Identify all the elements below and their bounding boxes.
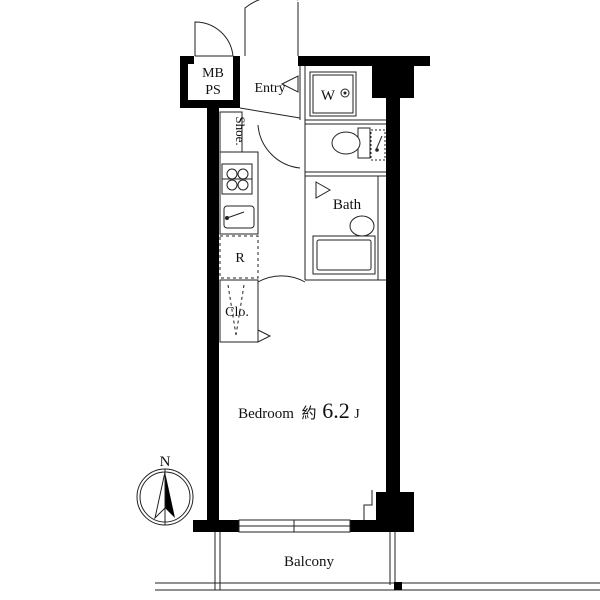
toilet [331, 127, 386, 161]
bedroom-label: Bedroom 約 6.2 J [238, 398, 360, 423]
entry-label: Entry [254, 81, 285, 96]
shoe-label: Shoe. [233, 116, 248, 145]
bath-label: Bath [333, 197, 362, 213]
closet-label: Clo. [225, 305, 249, 320]
ps-label: PS [205, 83, 221, 98]
washer-area [309, 71, 357, 117]
mb-label: MB [202, 66, 224, 81]
bath-fixtures [312, 215, 376, 275]
balcony-outline [155, 532, 600, 591]
fridge-label: R [235, 251, 245, 266]
compass-north-label: N [160, 454, 171, 470]
stove [221, 163, 253, 195]
entrance-door [244, 0, 299, 56]
bedroom-unit: J [354, 407, 360, 422]
exterior-walls [180, 56, 430, 532]
north-compass: N [136, 454, 194, 526]
bedroom-approx: 約 [301, 405, 316, 422]
bedroom-name: Bedroom [238, 406, 294, 422]
bedroom-size: 6.2 [322, 398, 350, 423]
balcony-label: Balcony [284, 554, 334, 570]
ps-door [194, 21, 234, 57]
kitchen-sink [223, 205, 255, 229]
washer-label: W [321, 88, 336, 104]
balcony-window [238, 519, 351, 533]
